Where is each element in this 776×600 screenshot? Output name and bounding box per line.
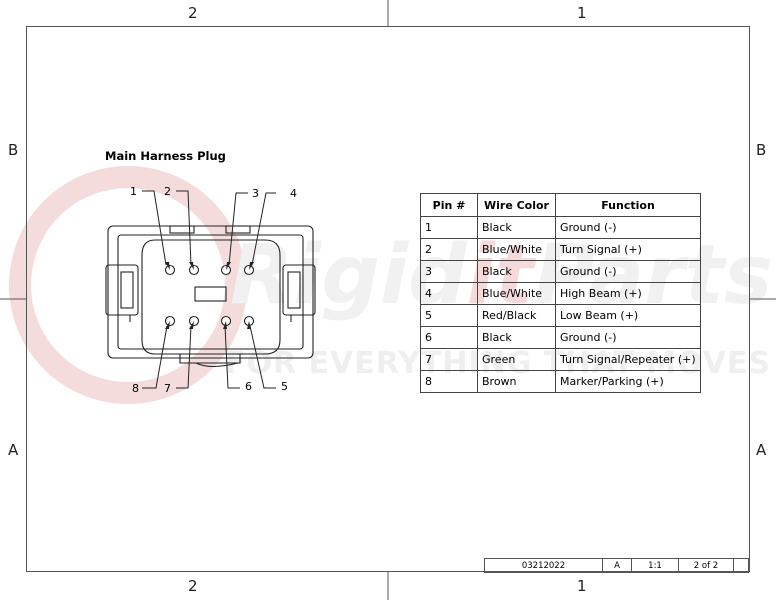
callout-8: 8 — [132, 382, 139, 395]
title-block-spacer — [733, 558, 749, 573]
callout-3: 3 — [252, 187, 259, 200]
drawing-title: Main Harness Plug — [105, 149, 226, 163]
callout-5: 5 — [281, 380, 288, 393]
zone-marker-top-left: 2 — [188, 4, 198, 22]
zone-marker-right-upper: B — [756, 141, 767, 159]
zone-marker-bottom-right: 1 — [577, 577, 587, 595]
header-pin: Pin # — [420, 193, 478, 217]
callout-4: 4 — [290, 187, 297, 200]
pin-table-header: Pin # Wire Color Function — [420, 193, 701, 217]
sheet-number: 2 of 2 — [678, 558, 734, 573]
scale: 1:1 — [631, 558, 679, 573]
revision: A — [602, 558, 632, 573]
header-function: Function — [555, 193, 701, 217]
zone-marker-top-right: 1 — [577, 4, 587, 22]
callout-7: 7 — [164, 382, 171, 395]
title-block: 03212022 A 1:1 2 of 2 — [484, 558, 749, 573]
zone-marker-left-lower: A — [8, 441, 19, 459]
drawing-frame — [26, 26, 750, 572]
drawing-number: 03212022 — [484, 558, 603, 573]
callout-6: 6 — [245, 380, 252, 393]
header-wire-color: Wire Color — [477, 193, 556, 217]
pin-holes — [164, 264, 255, 327]
callout-2: 2 — [164, 185, 171, 198]
zone-marker-left-upper: B — [8, 141, 19, 159]
callout-1: 1 — [130, 185, 137, 198]
zone-marker-right-lower: A — [756, 441, 767, 459]
zone-marker-bottom-left: 2 — [188, 577, 198, 595]
